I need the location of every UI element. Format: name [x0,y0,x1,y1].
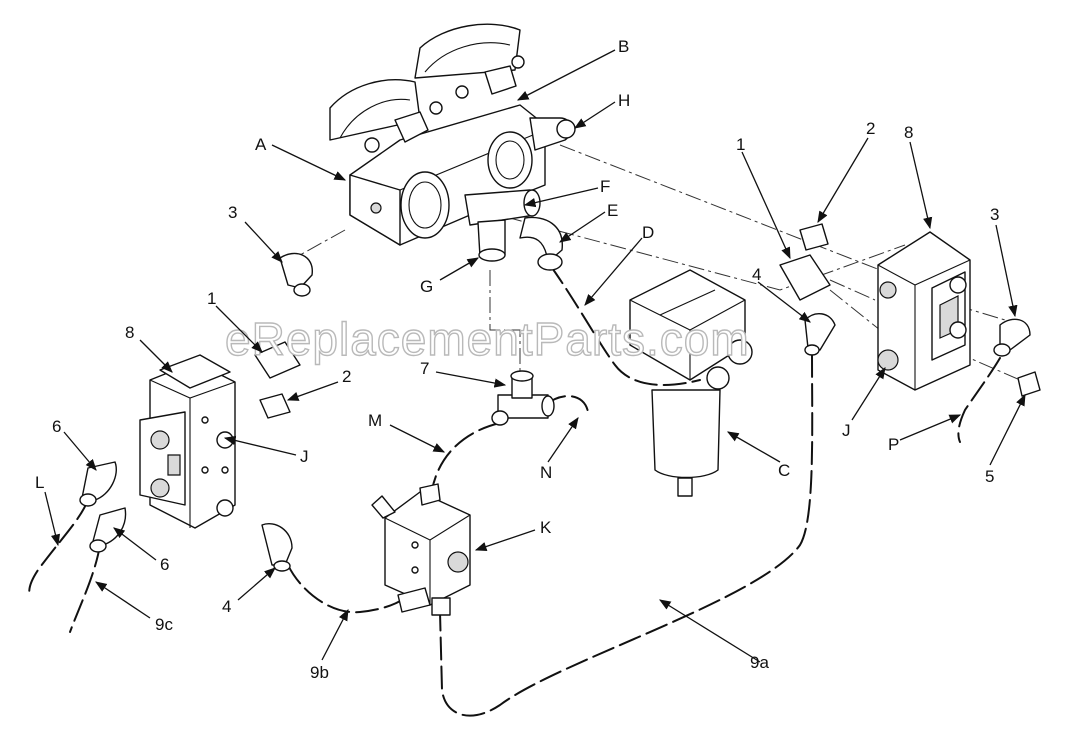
fittings-right [779,223,1041,397]
callout-3-left: 3 [228,203,237,222]
callout-j-left: J [300,447,309,466]
callout-p: P [888,435,899,454]
callout-9b: 9b [310,663,329,682]
callout-g: G [420,277,433,296]
callout-3-right: 3 [990,205,999,224]
callout-1-left: 1 [207,289,216,308]
tee-fitting-7 [491,370,555,426]
hose-lines [28,264,1001,717]
callout-j-right: J [842,421,851,440]
callout-9c: 9c [155,615,173,634]
callout-b: B [618,37,629,56]
callout-n: N [540,463,552,482]
tee-fitting-f [464,189,563,271]
callout-1-right: 1 [736,135,745,154]
callout-4-left: 4 [222,597,231,616]
manifold-left [139,354,236,529]
callout-c: C [778,461,790,480]
manifold-right [877,231,971,391]
callout-6-upper: 6 [52,417,61,436]
regulator-assembly [329,23,576,246]
callout-l: L [35,473,44,492]
callout-5: 5 [985,467,994,486]
callout-2-left: 2 [342,367,351,386]
callout-f: F [600,177,610,196]
callout-2-right: 2 [866,119,875,138]
leader-lines [44,49,1026,663]
callout-labels: A B H F E D G 3 1 2 8 J 6 6 L 9c 4 9b M … [35,37,999,682]
callout-e: E [607,201,618,220]
callout-h: H [618,91,630,110]
callout-4-right: 4 [752,265,761,284]
callout-7: 7 [420,359,429,378]
callout-k: K [540,518,552,537]
callout-a: A [255,135,267,154]
callout-9a: 9a [750,653,769,672]
valve-k [371,483,471,616]
filter-c [629,269,753,497]
callout-8-left: 8 [125,323,134,342]
callout-d: D [642,223,654,242]
watermark-text: eReplacementParts.com [225,313,750,365]
callout-6-lower: 6 [160,555,169,574]
callout-8-right: 8 [904,123,913,142]
callout-m: M [368,411,382,430]
